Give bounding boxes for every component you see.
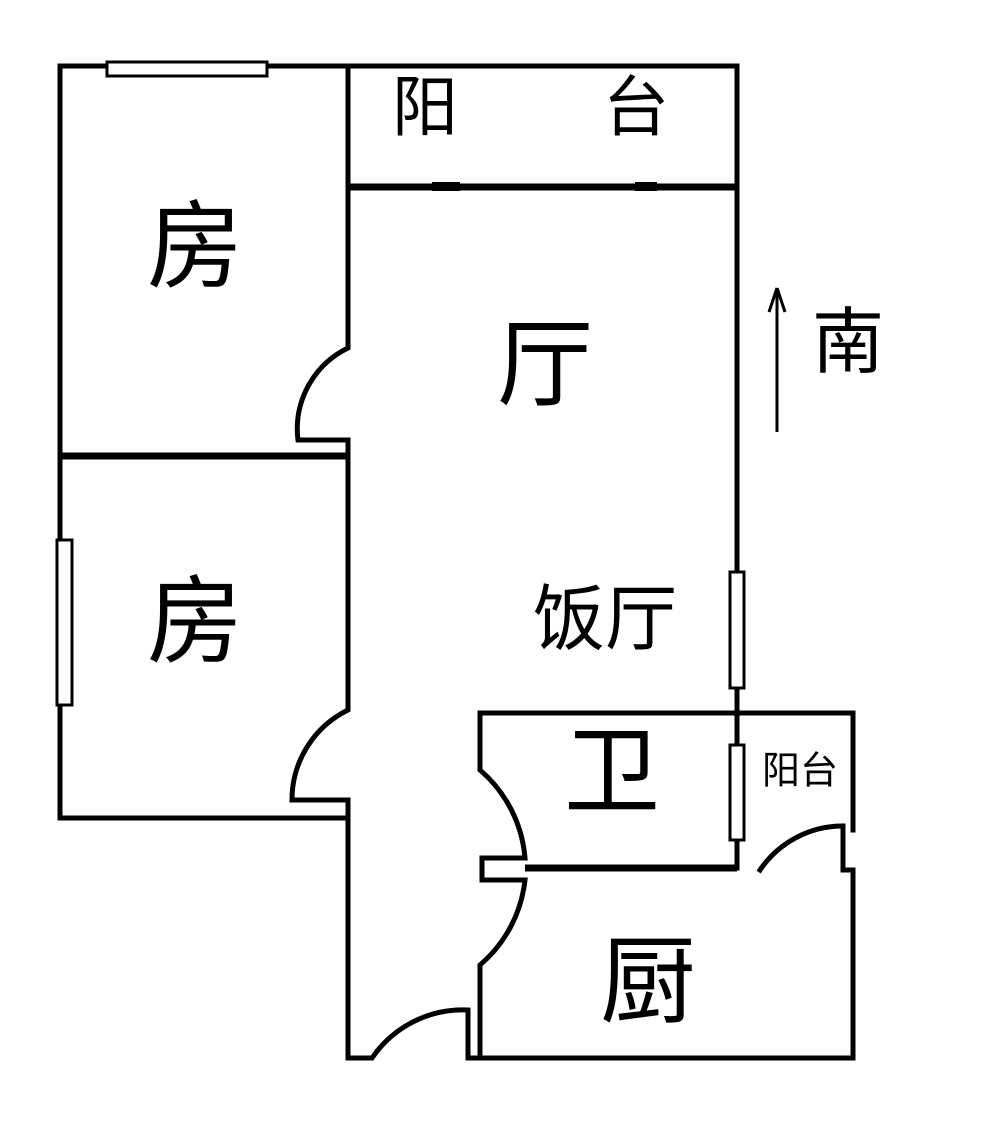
bathroom-label: 卫 (564, 716, 660, 828)
compass-label: 南 (812, 300, 884, 384)
living-room-label: 厅 (497, 309, 593, 421)
bedroom-2-label: 房 (147, 566, 243, 678)
dining-room-label: 饭厅 (533, 577, 677, 661)
balcony-label-2: 台 (603, 69, 669, 146)
balcony-door-marker (432, 182, 460, 191)
kitchen-label: 厨 (600, 926, 696, 1038)
window (105, 60, 269, 78)
small-balcony-label: 阳台 (762, 749, 838, 793)
balcony-door-marker (635, 182, 657, 191)
window (728, 570, 746, 690)
window (55, 538, 74, 707)
bedroom-1-label: 房 (147, 191, 243, 303)
window (728, 743, 746, 842)
windows (55, 60, 746, 842)
north-arrow: 南 (767, 287, 884, 432)
balcony-label-1: 阳 (392, 69, 458, 146)
room-labels: 阳 台 房 厅 房 饭厅 卫 阳台 厨 (147, 69, 838, 1038)
